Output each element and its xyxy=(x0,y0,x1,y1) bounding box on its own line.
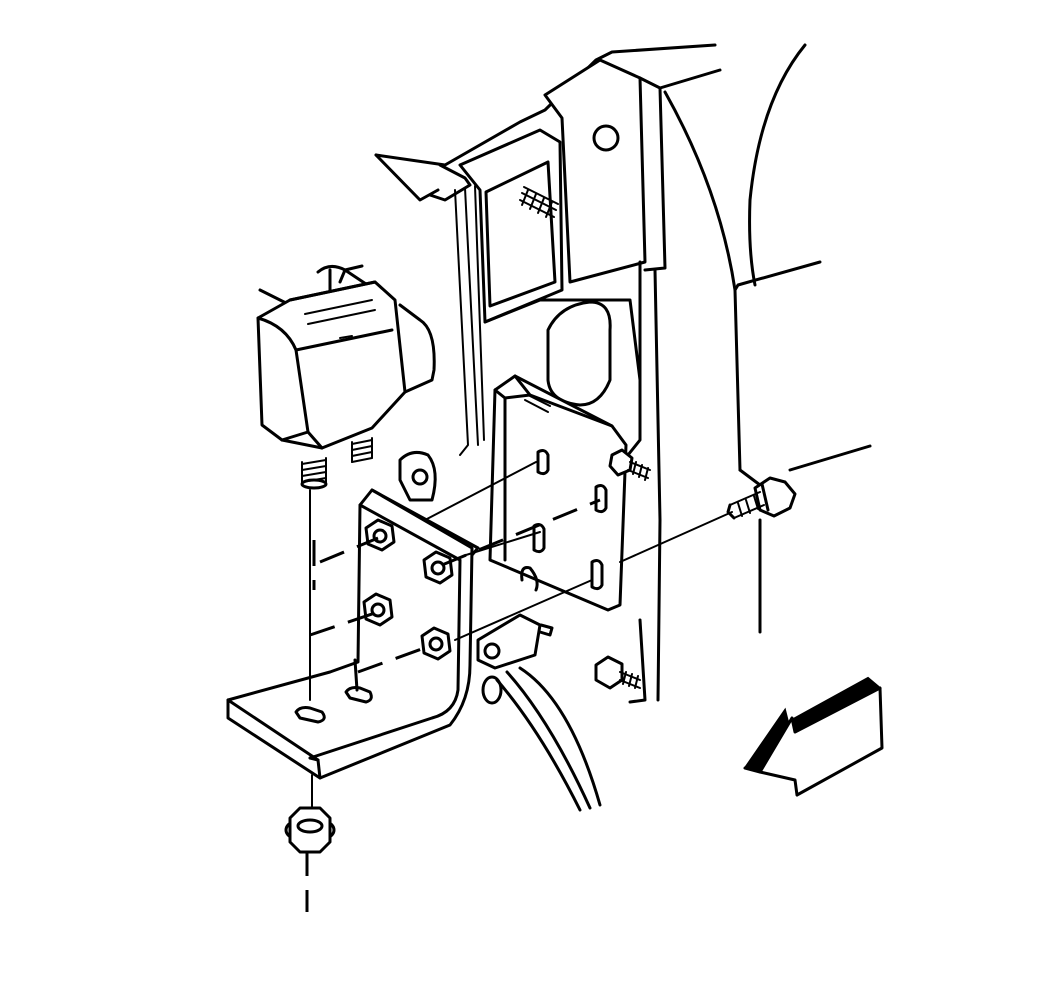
module-stud-left xyxy=(300,457,328,490)
plate-stud-lower xyxy=(594,655,641,690)
l-bracket xyxy=(226,488,480,780)
module-stud-right xyxy=(351,437,373,463)
module-housing xyxy=(256,264,407,490)
bracket-nut-1 xyxy=(364,518,396,552)
bolt xyxy=(726,476,797,520)
flange-nut xyxy=(284,806,336,854)
bracket-nut-3 xyxy=(362,592,394,627)
plate-stud-upper xyxy=(608,448,651,481)
explode-lines xyxy=(305,461,733,912)
wheelhouse-arch xyxy=(495,43,872,812)
bracket-nut-2 xyxy=(422,550,454,585)
bracket-nut-4 xyxy=(420,626,452,661)
front-direction-arrow xyxy=(743,676,884,797)
upper-stud xyxy=(519,186,559,218)
vehicle-body-panel xyxy=(258,43,722,704)
mounting-plate xyxy=(476,374,651,705)
